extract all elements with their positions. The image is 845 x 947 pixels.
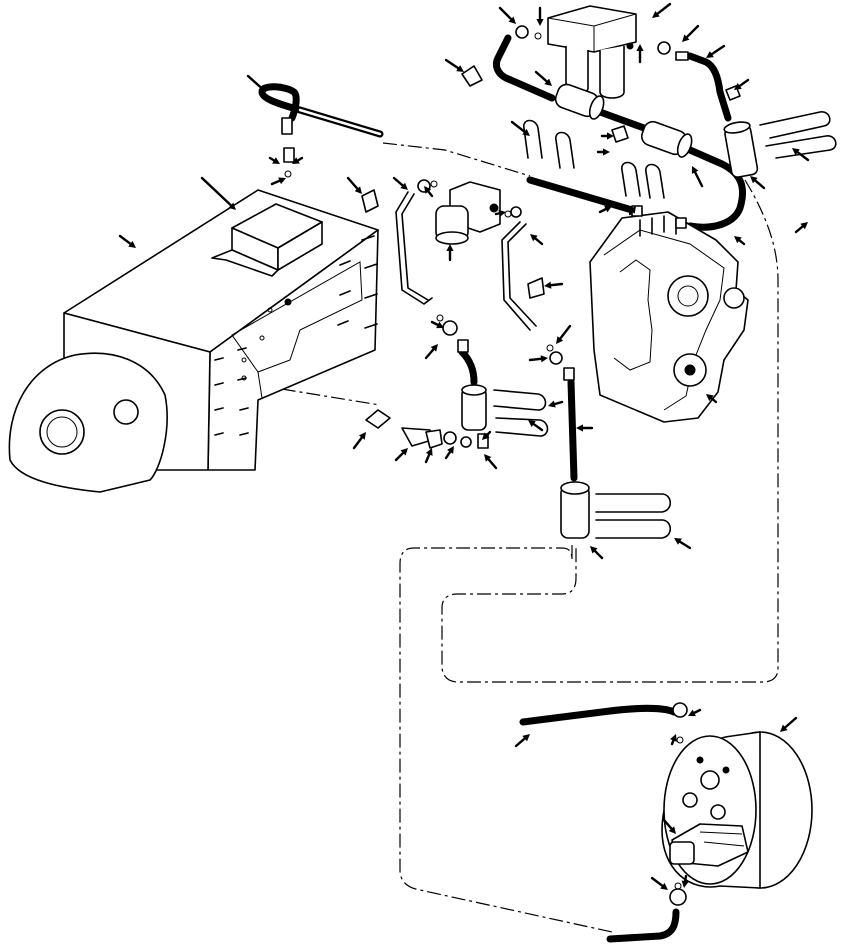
callout-arrow bbox=[530, 234, 544, 246]
callout-arrow bbox=[270, 177, 286, 186]
callout-arrow bbox=[528, 355, 548, 363]
callout-arrow bbox=[394, 448, 408, 462]
callout-arrow bbox=[424, 344, 438, 360]
callout-arrow bbox=[734, 78, 750, 90]
pump bbox=[435, 181, 501, 245]
callout-arrow bbox=[430, 320, 444, 329]
callout-arrow bbox=[484, 454, 498, 470]
callout-arrow bbox=[494, 209, 506, 217]
callout-arrow bbox=[528, 420, 544, 432]
callout-arrow bbox=[446, 244, 454, 262]
callout-arrow bbox=[556, 324, 572, 344]
callout-arrow bbox=[246, 74, 266, 92]
callout-arrow bbox=[118, 234, 136, 248]
callout-arrow bbox=[424, 186, 434, 198]
callout-arrow bbox=[590, 546, 604, 560]
callout-arrow bbox=[794, 222, 808, 234]
callout-arrow bbox=[200, 176, 236, 210]
callout-arrow bbox=[544, 281, 564, 289]
callout-arrow bbox=[691, 166, 704, 188]
callout-arrow bbox=[536, 6, 544, 26]
callout-arrow bbox=[444, 446, 454, 460]
hoses bbox=[258, 34, 747, 943]
callout-arrow bbox=[780, 716, 798, 732]
callout-arrow bbox=[392, 176, 408, 190]
callout-arrow bbox=[514, 734, 530, 748]
callout-arrow bbox=[598, 205, 612, 214]
callout-arrow bbox=[670, 734, 677, 746]
engine-block bbox=[8, 189, 379, 493]
callout-arrow bbox=[706, 394, 718, 404]
callout-arrow bbox=[706, 44, 726, 58]
callout-arrow bbox=[576, 424, 594, 432]
callout-arrow bbox=[792, 148, 810, 162]
callout-arrows bbox=[118, 2, 810, 890]
callout-arrow bbox=[681, 874, 689, 888]
callout-arrow bbox=[636, 44, 644, 64]
transmission-housing bbox=[589, 211, 749, 423]
callout-arrow bbox=[750, 176, 766, 190]
callout-arrow bbox=[596, 148, 610, 156]
u-clamps bbox=[493, 111, 837, 539]
callout-arrow bbox=[352, 432, 366, 450]
callout-arrow bbox=[548, 400, 564, 408]
callout-arrow bbox=[268, 156, 280, 164]
callout-arrow bbox=[346, 176, 362, 194]
callout-arrow bbox=[424, 448, 433, 464]
callout-arrow bbox=[650, 876, 668, 890]
filter-assembly bbox=[547, 5, 637, 99]
callout-arrow bbox=[628, 206, 636, 216]
callout-arrow bbox=[674, 538, 692, 550]
hose-sleeves bbox=[461, 83, 759, 539]
callout-arrow bbox=[734, 236, 746, 246]
callout-arrow bbox=[444, 58, 464, 72]
callout-arrow bbox=[482, 430, 492, 440]
callout-arrow bbox=[682, 24, 700, 42]
callout-arrow bbox=[600, 132, 614, 140]
callout-arrow bbox=[292, 156, 304, 164]
callout-arrow bbox=[688, 708, 702, 717]
callout-arrow bbox=[510, 120, 530, 136]
callout-arrow bbox=[652, 2, 672, 18]
callout-arrow bbox=[534, 70, 552, 86]
callout-arrow bbox=[498, 6, 516, 24]
engine-studs bbox=[214, 235, 378, 436]
callout-arrow bbox=[662, 818, 676, 834]
bell-housing bbox=[661, 731, 813, 889]
tubes bbox=[395, 191, 537, 331]
fittings bbox=[281, 25, 741, 906]
